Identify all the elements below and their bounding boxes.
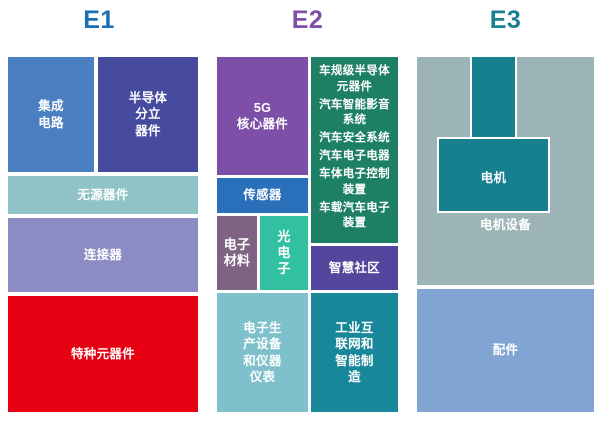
column-header-e2-label: E2 xyxy=(291,6,324,34)
tile-label: 传感器 xyxy=(243,188,282,203)
tile-optoelectronics[interactable]: 光电子 xyxy=(260,216,308,290)
tile-motor[interactable]: 电机 xyxy=(417,55,594,215)
tile-label: 光电子 xyxy=(277,228,291,277)
tile-automotive-electronics[interactable]: 车规级半导体元器件汽车智能影音系统汽车安全系统汽车电子电器车体电子控制装置车载汽… xyxy=(311,57,398,243)
column-header-e1-label: E1 xyxy=(83,6,115,34)
tile-integrated-circuits[interactable]: 集成电路 xyxy=(8,57,94,172)
column-header-e3: E3 xyxy=(417,8,594,33)
tile-label: 配件 xyxy=(492,343,519,358)
tile-special-components[interactable]: 特种元器件 xyxy=(8,296,198,412)
tile-label: 电机设备 xyxy=(479,217,532,232)
tile-label: 特种元器件 xyxy=(70,346,135,361)
tile-industrial-internet-smart-manufacturing[interactable]: 工业互联网和智能制造 xyxy=(311,293,398,412)
tile-sensors[interactable]: 传感器 xyxy=(217,178,308,213)
column-header-e3-label: E3 xyxy=(489,6,522,34)
tile-connectors[interactable]: 连接器 xyxy=(8,218,198,292)
tile-label-list: 车规级半导体元器件汽车智能影音系统汽车安全系统汽车电子电器车体电子控制装置车载汽… xyxy=(319,65,390,230)
tile-label: 连接器 xyxy=(83,247,123,262)
tile-electronic-production-equipment[interactable]: 电子生产设备和仪器仪表 xyxy=(217,293,308,412)
tile-smart-community[interactable]: 智慧社区 xyxy=(311,246,398,290)
tile-accessories[interactable]: 配件 xyxy=(417,289,594,412)
tile-passive-components[interactable]: 无源器件 xyxy=(8,176,198,214)
column-header-e2: E2 xyxy=(217,8,398,33)
tile-label: 电机 xyxy=(480,171,507,185)
tile-label: 电子生产设备和仪器仪表 xyxy=(243,320,282,385)
tile-electronic-materials[interactable]: 电子材料 xyxy=(217,216,257,290)
motor-stem xyxy=(470,55,517,141)
motor-base xyxy=(437,137,550,213)
tile-label: 集成电路 xyxy=(38,99,64,130)
tile-label: 半导体分立器件 xyxy=(128,90,168,138)
column-header-e1: E1 xyxy=(0,8,198,33)
tile-label: 智慧社区 xyxy=(328,260,381,275)
tile-label: 无源器件 xyxy=(77,187,129,202)
tile-label: 工业互联网和智能制造 xyxy=(335,320,374,385)
tile-label: 电子材料 xyxy=(223,236,251,268)
tile-semiconductor-discrete-devices[interactable]: 半导体分立器件 xyxy=(98,57,198,172)
